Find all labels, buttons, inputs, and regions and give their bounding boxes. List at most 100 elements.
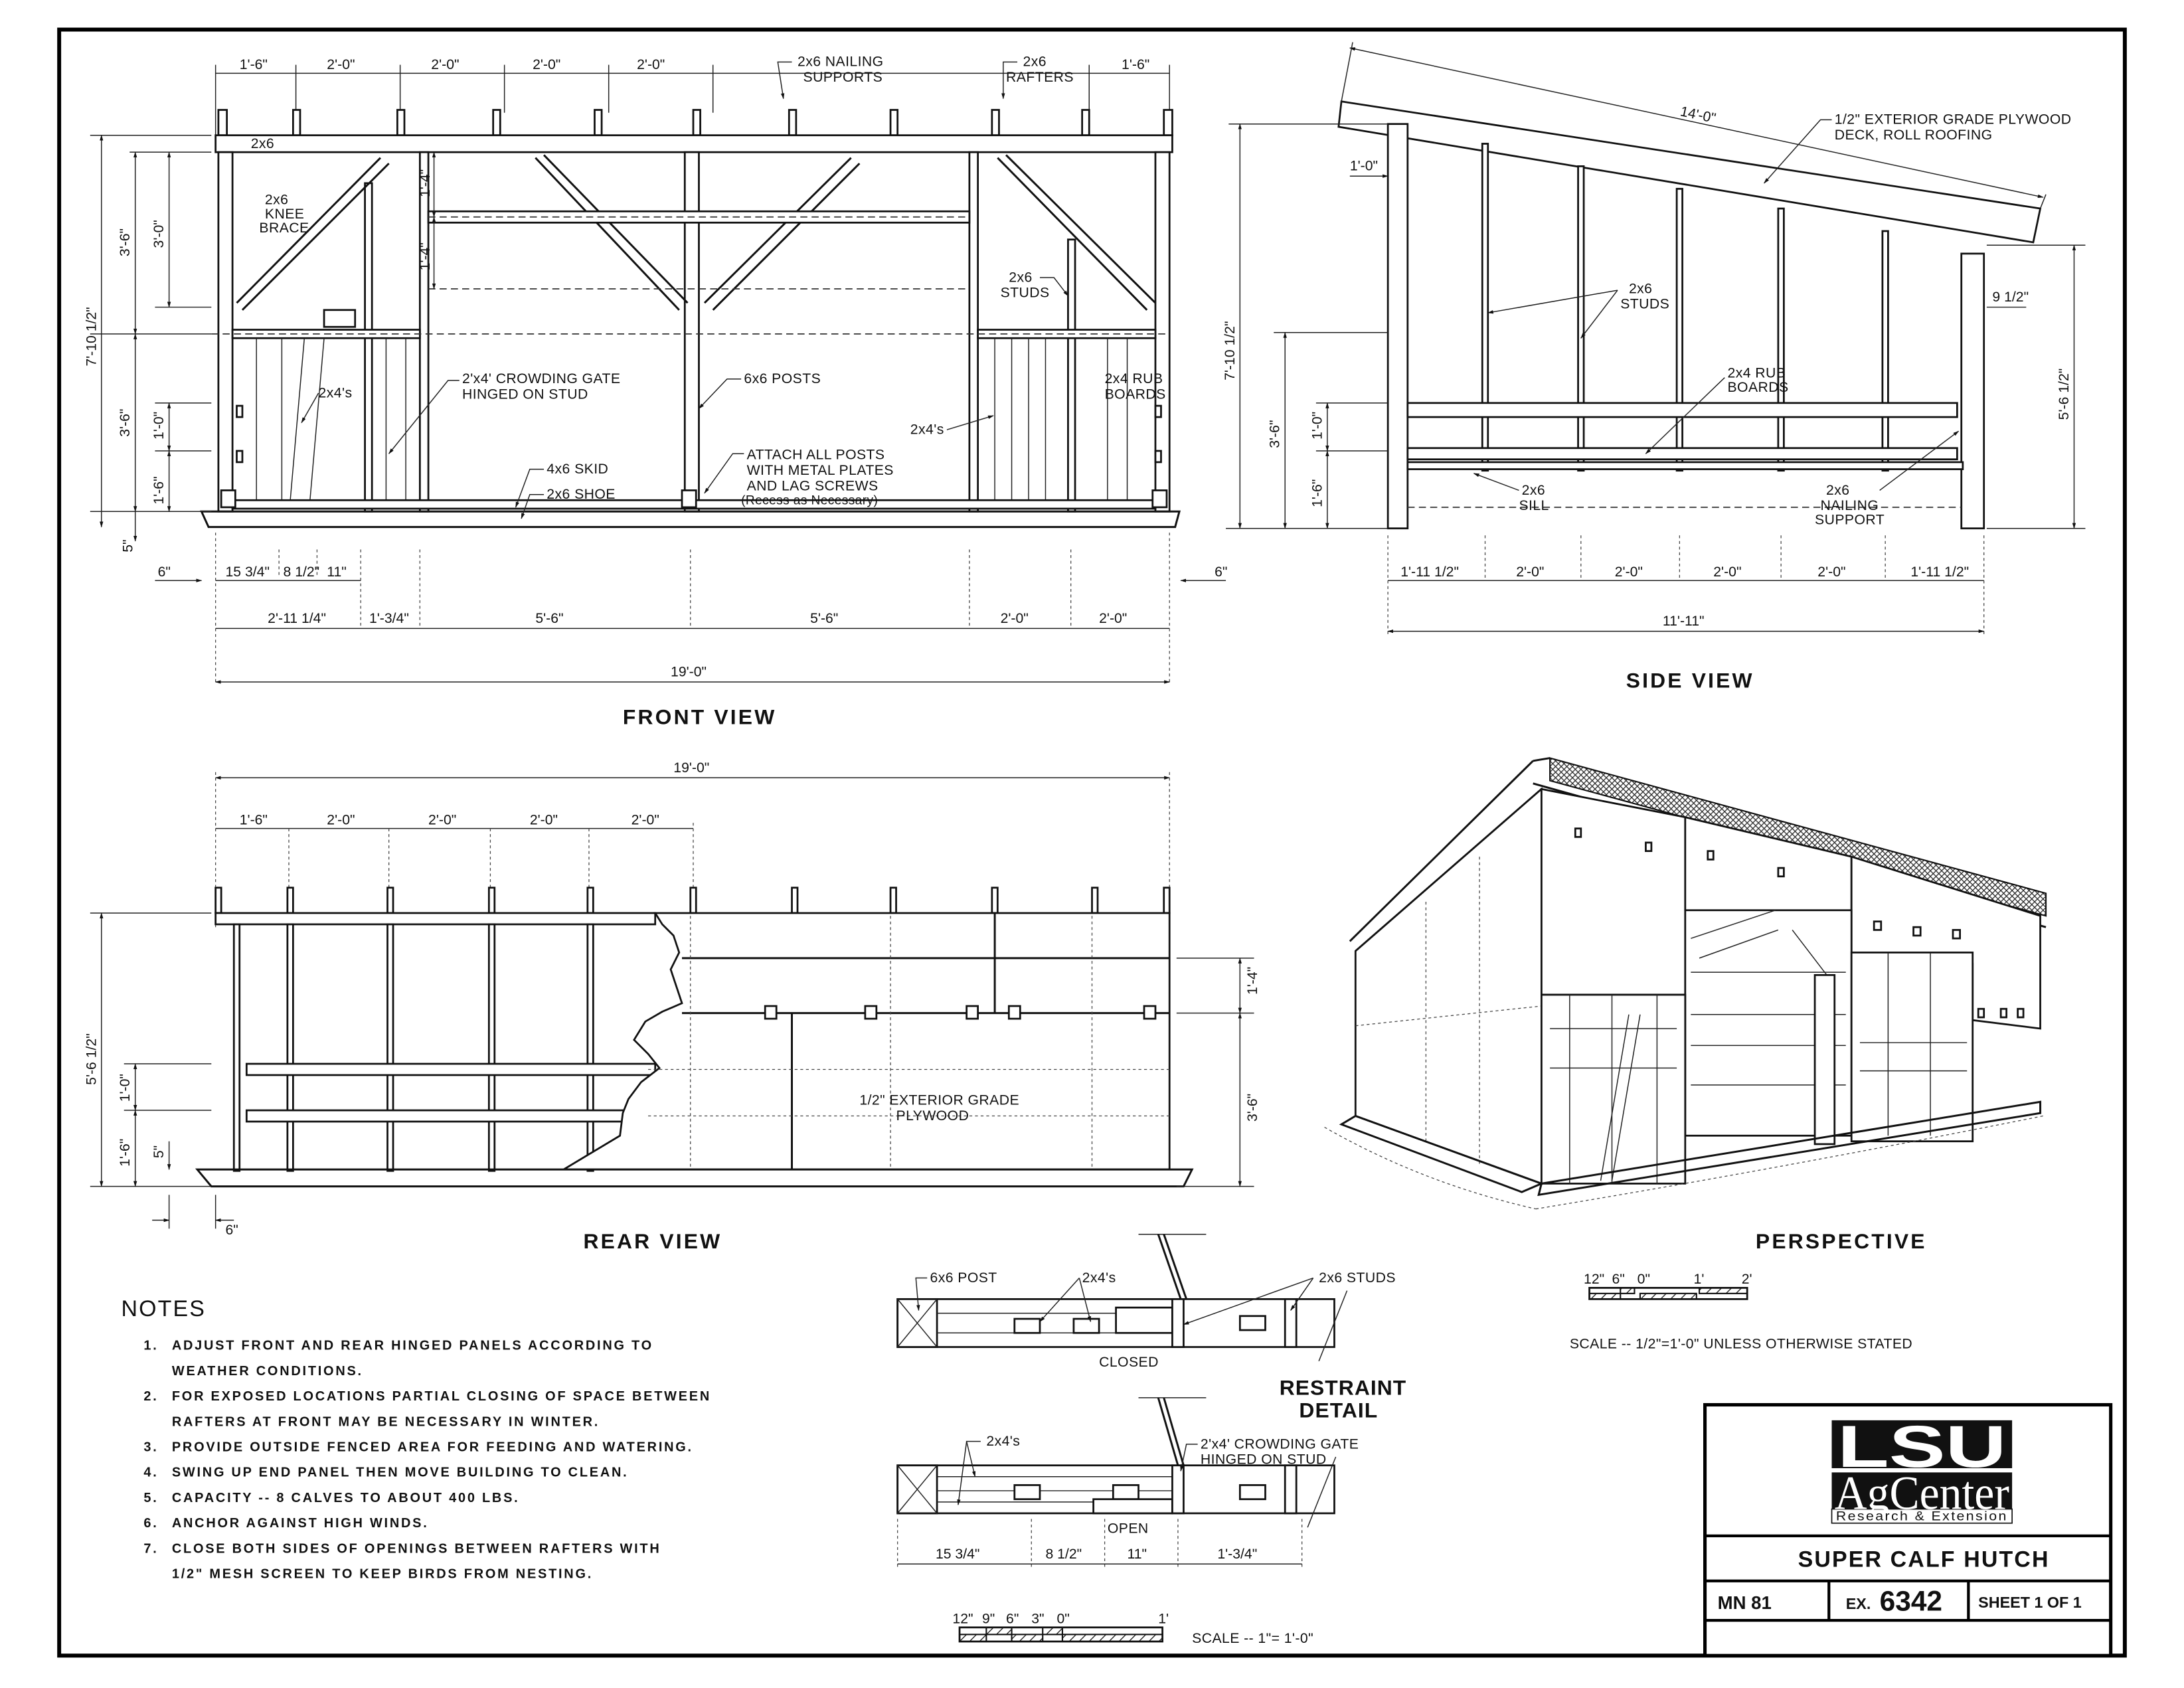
rear-dim-skid: 5" bbox=[151, 1145, 167, 1158]
side-dim-b-5: 2'-0" bbox=[1817, 564, 1845, 580]
front-dim-b1-3: 11" bbox=[327, 564, 347, 580]
front-dim-upper: 3'-6" bbox=[118, 228, 133, 256]
note-7-num: 7. bbox=[143, 1541, 158, 1556]
front-dim-gate-lower: 1'-4" bbox=[418, 242, 433, 270]
rear-studs bbox=[232, 923, 594, 1172]
side-dim-overhang: 1'-0" bbox=[1350, 159, 1378, 174]
note-5-num: 5. bbox=[143, 1491, 158, 1505]
side-label-nailing-3: SUPPORT bbox=[1815, 512, 1885, 527]
restraint-label-2x4s-closed: 2x4's bbox=[1082, 1270, 1116, 1286]
front-label-attach-2: WITH METAL PLATES bbox=[747, 463, 894, 478]
perspective-roof-mesh bbox=[1549, 757, 2047, 917]
front-bottom-dimensions: 6" 15 3/4" 8 1/2" 11" 6" 2'-11 1/4" 1'-3… bbox=[155, 533, 1227, 685]
side-dim-rear-height: 5'-6 1/2" bbox=[2057, 369, 2072, 420]
front-view-title: FRONT VIEW bbox=[623, 705, 777, 729]
sheet-border bbox=[57, 27, 2127, 1658]
front-label-studs-1: 2x6 bbox=[1009, 270, 1032, 285]
front-right-slats bbox=[994, 338, 1128, 501]
note-1-line-1: ADJUST FRONT AND REAR HINGED PANELS ACCO… bbox=[172, 1339, 653, 1353]
front-dim-top-5: 2'-0" bbox=[637, 57, 665, 72]
front-label-attach-3: AND LAG SCREWS bbox=[747, 478, 879, 493]
side-view-title: SIDE VIEW bbox=[1626, 668, 1754, 692]
perspective-hinges bbox=[1574, 827, 2025, 1019]
side-dim-rear-drop: 9 1/2" bbox=[1992, 290, 2029, 305]
rear-dim-overall-height: 5'-6 1/2" bbox=[84, 1033, 99, 1085]
logo-lsu-text: LSU bbox=[1837, 1413, 2007, 1479]
note-7-line-1: CLOSE BOTH SIDES OF OPENINGS BETWEEN RAF… bbox=[172, 1541, 661, 1556]
front-dim-b2-2: 1'-3/4" bbox=[369, 611, 409, 626]
perspective-scale-12: 12" bbox=[1584, 1272, 1604, 1287]
side-dim-b-4: 2'-0" bbox=[1713, 564, 1741, 580]
front-dim-top-4: 2'-0" bbox=[533, 57, 560, 72]
rear-view: 19'-0" 1'-6" 2'-0" 2'-0" 2'-0" 2'-0" bbox=[84, 760, 1260, 1253]
perspective-scale-bar: 12" 6" 0" 1' 2' bbox=[1584, 1272, 1752, 1300]
front-label-rub-2: BOARDS bbox=[1105, 386, 1166, 402]
restraint-title-1: RESTRAINT bbox=[1280, 1376, 1407, 1400]
front-label-knee-1: 2x6 bbox=[265, 193, 288, 208]
front-label-rub-1: 2x4 RUB bbox=[1105, 371, 1163, 386]
note-5-line-1: CAPACITY -- 8 CALVES TO ABOUT 400 LBS. bbox=[172, 1491, 520, 1505]
side-rear-post bbox=[1960, 252, 1985, 530]
note-6-num: 6. bbox=[143, 1516, 158, 1531]
front-dim-b1-1: 15 3/4" bbox=[226, 564, 270, 580]
side-dim-b-2: 2'-0" bbox=[1516, 564, 1544, 580]
side-label-studs-1: 2x6 bbox=[1629, 281, 1652, 296]
note-2-line-2: RAFTERS AT FRONT MAY BE NECESSARY IN WIN… bbox=[172, 1414, 600, 1429]
front-label-studs-2: STUDS bbox=[1001, 286, 1050, 301]
note-6-line-1: ANCHOR AGAINST HIGH WINDS. bbox=[172, 1516, 429, 1531]
restraint-scale-bar: 12" 9" 6" 3" 0" 1' bbox=[952, 1611, 1169, 1643]
rear-dim-top-4: 2'-0" bbox=[530, 812, 558, 827]
front-skid bbox=[200, 510, 1181, 529]
rear-dim-overall-width: 19'-0" bbox=[673, 760, 709, 776]
restraint-label-studs: 2x6 STUDS bbox=[1319, 1270, 1396, 1286]
side-label-rub-1: 2x4 RUB bbox=[1727, 366, 1786, 381]
perspective-scale-2ft: 2' bbox=[1742, 1272, 1752, 1287]
side-sill bbox=[1406, 461, 1964, 470]
front-dim-b2-4: 5'-6" bbox=[810, 611, 838, 626]
restraint-dim-4: 1'-3/4" bbox=[1217, 1547, 1257, 1562]
front-label-nailing-2: SUPPORTS bbox=[803, 70, 883, 85]
restraint-closed-label: CLOSED bbox=[1099, 1355, 1159, 1370]
front-dim-gate-upper: 1'-4" bbox=[418, 169, 433, 197]
front-dim-overall-width: 19'-0" bbox=[671, 664, 707, 679]
front-top-plate bbox=[214, 134, 1173, 153]
front-knee-braces bbox=[236, 154, 1157, 311]
sheet-count: SHEET 1 OF 1 bbox=[1978, 1594, 2082, 1611]
restraint-dim-1: 15 3/4" bbox=[936, 1547, 979, 1562]
note-2-line-1: FOR EXPOSED LOCATIONS PARTIAL CLOSING OF… bbox=[172, 1389, 711, 1404]
note-2-num: 2. bbox=[143, 1389, 158, 1404]
front-dim-b2-6: 2'-0" bbox=[1099, 611, 1127, 626]
side-dim-mid: 1'-0" bbox=[1309, 412, 1325, 440]
side-label-rub-2: BOARDS bbox=[1727, 380, 1788, 395]
front-label-2x4s-right: 2x4's bbox=[910, 422, 944, 438]
front-label-gate-2: HINGED ON STUD bbox=[462, 386, 588, 402]
rear-hinges bbox=[764, 1005, 1157, 1020]
front-dim-overall-height: 7'-10 1/2" bbox=[84, 307, 99, 366]
rear-dim-bottom: 1'-6" bbox=[118, 1139, 133, 1167]
front-view: 1'-6" 2'-0" 2'-0" 2'-0" 2'-0" 1'-6" 2x6 bbox=[84, 54, 1227, 729]
restraint-scale-3: 3" bbox=[1031, 1611, 1044, 1626]
restraint-label-2x4s-open: 2x4's bbox=[986, 1434, 1020, 1449]
side-roof-note-1: 1/2" EXTERIOR GRADE PLYWOOD bbox=[1835, 112, 2072, 127]
side-label-nailing-2: NAILING bbox=[1821, 498, 1879, 513]
drawing-title: SUPER CALF HUTCH bbox=[1798, 1547, 2050, 1572]
front-label-attach-1: ATTACH ALL POSTS bbox=[747, 448, 885, 463]
restraint-scale-6: 6" bbox=[1006, 1611, 1019, 1626]
note-4-line-1: SWING UP END PANEL THEN MOVE BUILDING TO… bbox=[172, 1466, 629, 1480]
notes-block: NOTES 1. ADJUST FRONT AND REAR HINGED PA… bbox=[121, 1296, 711, 1582]
restraint-dim-3: 11" bbox=[1128, 1547, 1147, 1562]
front-label-rafters-1: 2x6 bbox=[1023, 54, 1047, 70]
rear-view-title: REAR VIEW bbox=[583, 1229, 722, 1253]
front-dim-b2-1: 2'-11 1/4" bbox=[268, 611, 326, 626]
front-dim-offset-left: 6" bbox=[158, 564, 171, 580]
rear-dim-offset: 6" bbox=[226, 1223, 238, 1238]
front-rafters bbox=[217, 109, 1173, 137]
general-scale-note: SCALE -- 1/2"=1'-0" UNLESS OTHERWISE STA… bbox=[1570, 1337, 1912, 1352]
front-dim-top-3: 2'-0" bbox=[431, 57, 459, 72]
front-label-gate-1: 2'x4' CROWDING GATE bbox=[462, 371, 620, 386]
restraint-detail: 6x6 POST 2x4's 2x6 STUDS CLOSED RESTRAIN… bbox=[896, 1234, 1407, 1646]
rear-skid bbox=[195, 1168, 1194, 1188]
side-front-post bbox=[1386, 123, 1409, 530]
front-label-shoe: 2x6 SHOE bbox=[546, 487, 616, 502]
drawing-number: MN 81 bbox=[1718, 1592, 1772, 1613]
